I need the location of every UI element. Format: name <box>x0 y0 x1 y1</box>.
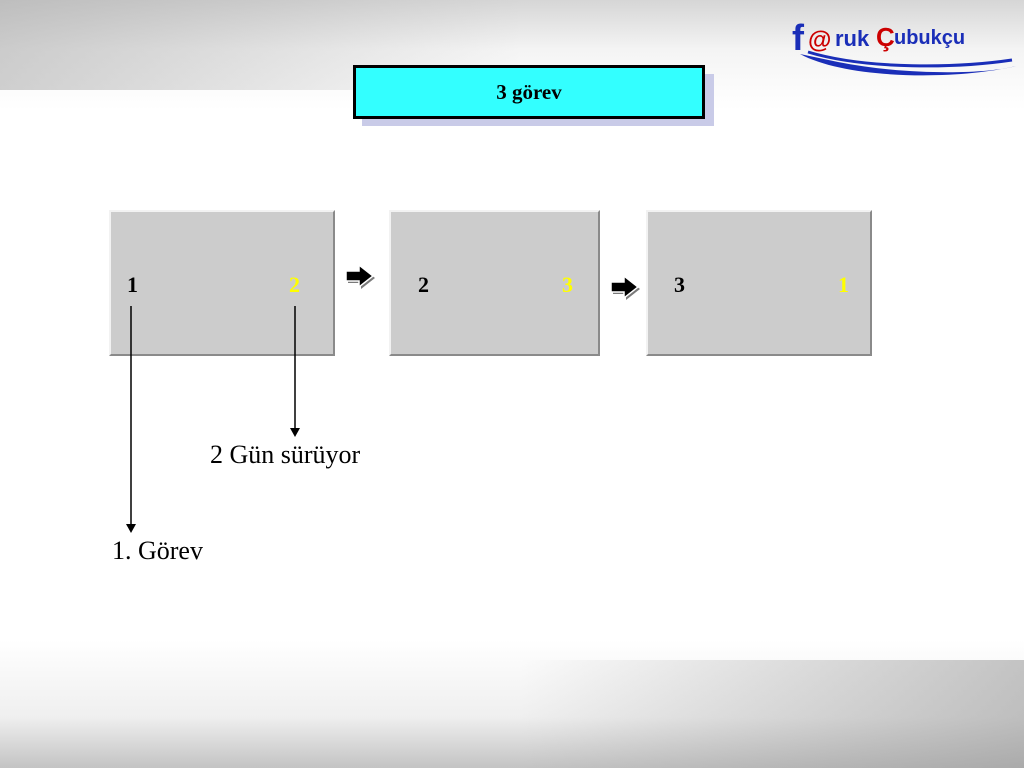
faruk-cubukcu-logo: f @ ruk Ç ubukçu <box>792 17 1016 76</box>
task-box-3 <box>646 210 872 356</box>
first-task-label: 1. Görev <box>112 536 203 565</box>
task-3-duration: 1 <box>838 272 849 297</box>
task-3-number: 3 <box>674 272 685 297</box>
task-box-1 <box>109 210 335 356</box>
task-box-2 <box>389 210 600 356</box>
first-task-pointer-arrowhead <box>126 524 136 533</box>
duration-label: 2 Gün sürüyor <box>210 440 361 469</box>
logo-letter-f: f <box>792 17 805 58</box>
logo-at: @ <box>808 27 831 54</box>
task-2-duration: 3 <box>562 272 573 297</box>
title-box: 3 görev <box>353 65 705 119</box>
task-1-duration: 2 <box>289 272 300 297</box>
arrow-right-icon <box>610 274 640 300</box>
logo-ubukcu: ubukçu <box>894 27 965 49</box>
background-bottom-right-shade <box>520 660 1024 768</box>
task-1-number: 1 <box>127 272 138 297</box>
page-title: 3 görev <box>496 79 562 104</box>
logo-swoosh <box>800 54 1016 76</box>
duration-pointer-arrowhead <box>290 428 300 437</box>
logo-ruk: ruk <box>835 26 870 51</box>
task-2-number: 2 <box>418 272 429 297</box>
logo-swoosh-line <box>807 50 1013 68</box>
arrow-right-icon <box>345 263 375 289</box>
logo-c-cedilla: Ç <box>876 22 895 52</box>
